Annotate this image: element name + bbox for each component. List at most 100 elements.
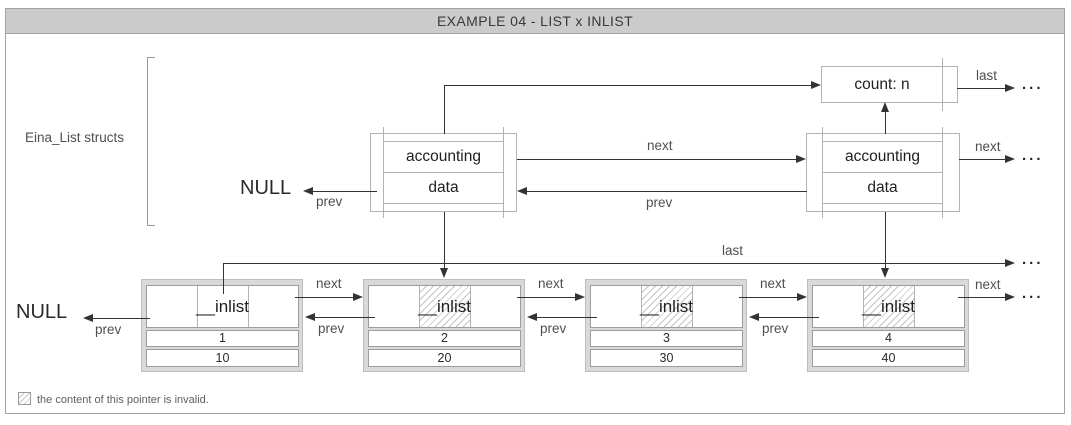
last-arrowhead [1005,259,1015,267]
down-arrowhead [881,268,889,278]
value-cell: 1 [146,330,299,347]
value-cell: 20 [368,349,521,367]
prev-arrow-node4-node3 [759,317,819,318]
prev-arrow-to-null-top [313,191,377,192]
accounting-cell: accounting [845,148,920,165]
inlist-header: __inlist [640,297,693,316]
column-divider [470,286,471,327]
inlist-node-4: __inlist 4 40 [807,279,969,372]
inlist-header-cell: __inlist [812,285,965,328]
next-arrowhead [796,155,806,163]
count-box: count: n [821,66,958,103]
list-struct-2: accounting data [822,141,943,204]
struct-1-tick-right [503,127,504,218]
next-arrow-node2-node3 [517,297,575,298]
next-arrowhead [1005,155,1015,163]
next-label: next [975,139,1001,154]
eina-list-structs-label: Eina_List structs [25,130,125,145]
value-cell: 2 [368,330,521,347]
group-bracket [147,57,155,226]
struct-2-tick-right [942,127,943,218]
node-value-1: 1 [219,331,226,345]
prev-label: prev [646,195,673,210]
prev-arrow-node3-node2 [537,317,597,318]
column-divider [914,286,915,327]
struct-2-tick-left [822,127,823,218]
invalid-pointer-hatch [864,286,914,327]
column-divider [863,286,864,327]
accounting-cell: accounting [406,148,481,165]
next-label: next [538,276,564,291]
title-bar: EXAMPLE 04 - LIST x INLIST [5,8,1065,34]
node-value-2: 40 [881,351,896,365]
next-arrowhead [797,293,807,301]
next-arrowhead [1005,293,1015,301]
last-arrow-bottom [223,263,1007,264]
next-arrow-node3-node4 [739,297,797,298]
inlist-header: __inlist [418,297,471,316]
prev-arrow-struct2-struct1 [527,191,807,192]
prev-arrowhead [83,314,93,322]
node-value-2: 20 [437,351,452,365]
prev-arrowhead [749,313,759,321]
data-cell: data [823,172,942,202]
legend-text: the content of this pointer is invalid. [37,394,209,406]
count-label: count: n [854,76,910,93]
data-to-node4-line [885,212,886,268]
next-arrowhead [353,293,363,301]
prev-arrow-node2-node1 [315,317,375,318]
ellipsis: ... [1022,251,1044,268]
inlist-header-cell: __inlist [368,285,521,328]
prev-arrow-to-null-bottom [93,318,150,319]
prev-label: prev [316,194,343,209]
inlist-node-1: __inlist 1 10 [141,279,303,372]
prev-arrowhead [303,187,313,195]
ellipsis: ... [1022,76,1044,93]
node-value-1: 3 [663,331,670,345]
last-label: last [722,243,744,258]
ellipsis: ... [1022,147,1044,164]
next-label: next [975,277,1001,292]
inlist-header: __inlist [862,297,915,316]
down-arrowhead [440,268,448,278]
next-arrow-struct2-more [959,159,1007,160]
accounting-to-count-line [444,85,445,134]
inlist-header-cell: __inlist [146,285,299,328]
inlist-header-cell: __inlist [590,285,743,328]
count-arrowhead [811,81,821,89]
invalid-pointer-hatch [420,286,470,327]
data-to-node2-line [444,212,445,268]
count-arrowhead-up [881,102,889,112]
null-label-bottom: NULL [16,301,68,323]
next-label: next [647,138,673,153]
last-elbow-line [223,263,224,294]
prev-arrowhead [305,313,315,321]
node-value-2: 30 [659,351,674,365]
ellipsis: ... [1022,285,1044,302]
invalid-pointer-hatch [642,286,692,327]
count-box-tick [942,58,943,111]
next-label: next [316,276,342,291]
prev-label: prev [540,321,567,336]
column-divider [692,286,693,327]
node-value-2: 10 [215,351,230,365]
null-label-top: NULL [240,177,292,199]
inlist-node-2: __inlist 2 20 [363,279,525,372]
diagram-title: EXAMPLE 04 - LIST x INLIST [436,13,634,29]
node-value-1: 2 [441,331,448,345]
prev-label: prev [95,322,122,337]
column-divider [197,286,198,327]
value-cell: 10 [146,349,299,367]
value-cell: 3 [590,330,743,347]
data-cell: data [384,172,503,202]
accounting-to-count-line [444,85,812,86]
prev-arrowhead [517,187,527,195]
next-arrow-struct1-struct2 [517,159,797,160]
list-struct-1: accounting data [383,141,504,204]
prev-label: prev [762,321,789,336]
next-label: next [760,276,786,291]
column-divider [641,286,642,327]
value-cell: 40 [812,349,965,367]
next-arrow-node1-node2 [295,297,353,298]
